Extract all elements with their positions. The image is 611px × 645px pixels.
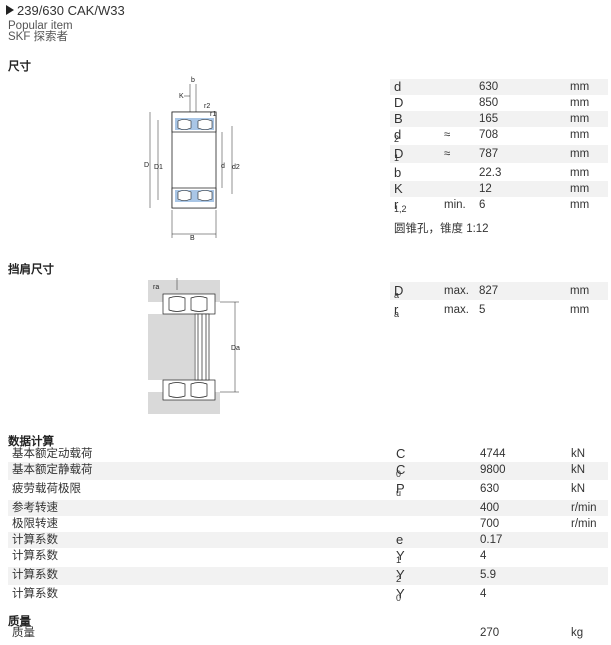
mass-heading: 质量	[8, 616, 31, 628]
abutment-drawing: ra Da	[148, 278, 240, 414]
bearing-drawing: b K r2 r1 D D1 d d2 B	[144, 77, 240, 242]
label-D: D	[144, 162, 149, 169]
calc-row-limiting-speed: 极限转速 700 r/min	[12, 518, 597, 530]
dim-row-d: d 630 mm	[390, 79, 608, 95]
label-r2: r2	[204, 103, 210, 110]
popular-item-label: Popular item	[8, 20, 73, 32]
calc-row-factor-e: 计算系数 e 0.17	[8, 532, 608, 548]
label-d2: d2	[232, 164, 240, 171]
mass-row: 质量 270 kg	[12, 627, 584, 639]
label-ra: ra	[153, 284, 159, 291]
product-designation: 239/630 CAK/W33	[6, 3, 125, 18]
dim-row-K: K 12 mm	[390, 181, 608, 197]
dimensions-heading: 尺寸	[8, 61, 31, 73]
calc-row-reference-speed: 参考转速 400 r/min	[8, 500, 608, 516]
abutment-heading: 挡肩尺寸	[8, 264, 54, 276]
label-B: B	[190, 235, 195, 242]
skf-explorer-label: SKF 探索者	[8, 31, 69, 43]
play-triangle-icon	[6, 5, 14, 15]
dim-row-b: b 22.3 mm	[394, 165, 590, 180]
dim-row-B: B 165 mm	[390, 111, 608, 127]
label-d: d	[221, 163, 225, 170]
label-b: b	[191, 77, 195, 84]
label-r1: r1	[210, 111, 216, 118]
label-D1: D1	[154, 164, 163, 171]
label-Da: Da	[231, 345, 240, 352]
taper-note: 圆锥孔，锥度 1:12	[394, 223, 489, 235]
dim-row-D: D 850 mm	[394, 95, 590, 110]
calc-row-dynamic-load: 基本额定动载荷 C 4744 kN	[12, 446, 586, 461]
label-K: K	[179, 93, 184, 100]
calc-heading: 数据计算	[8, 436, 54, 448]
